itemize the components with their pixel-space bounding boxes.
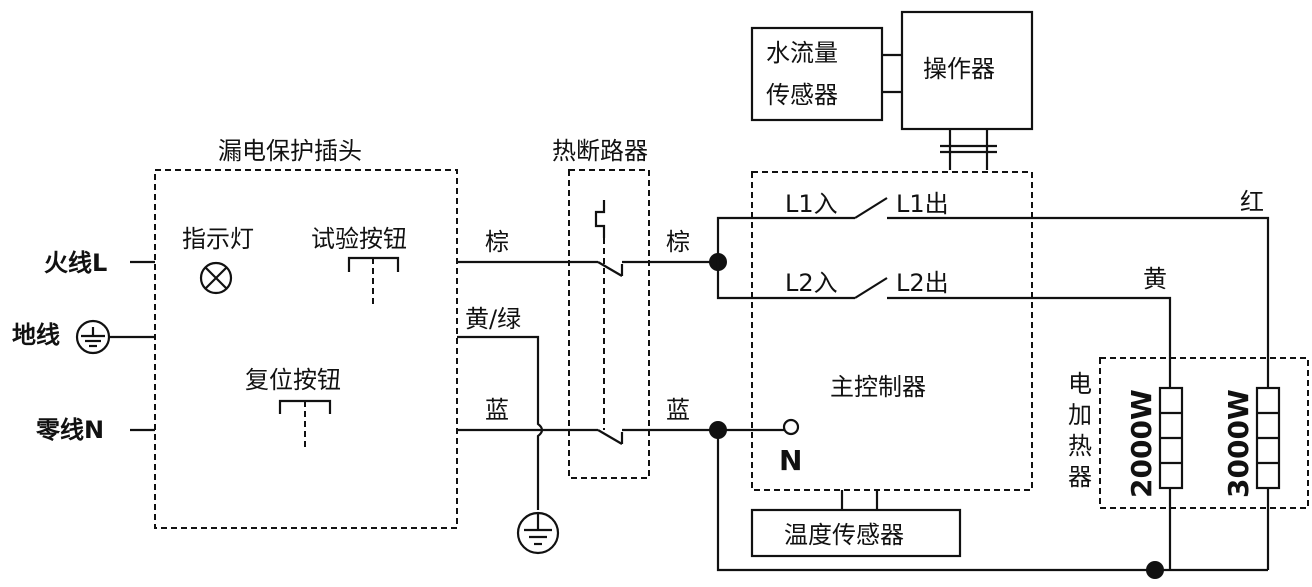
leakage-plug-box — [154, 169, 458, 529]
leakage-plug-title: 漏电保护插头 — [218, 137, 362, 165]
operator-box — [900, 10, 1034, 131]
earth-wire-label: 地线 — [12, 321, 60, 349]
heater-title-char-2: 加 — [1068, 401, 1092, 429]
temp-sensor-label: 温度传感器 — [784, 521, 904, 549]
temp-sensor-box — [750, 508, 962, 558]
operator-label: 操作器 — [923, 55, 995, 83]
l1-feed-wire — [716, 216, 855, 262]
brown-wire-label-left: 棕 — [485, 228, 509, 256]
test-button-icon — [347, 256, 400, 305]
flow-sensor-box — [750, 26, 884, 122]
test-button-label: 试验按钮 — [311, 225, 407, 253]
blue-wire-label-left: 蓝 — [485, 396, 509, 424]
l2-feed-wire — [716, 262, 855, 300]
breaker-switch-icon — [594, 200, 624, 445]
red-wire — [887, 216, 1270, 388]
live-wire-label: 火线L — [44, 249, 107, 277]
red-wire-label: 红 — [1240, 188, 1264, 216]
thermal-breaker-box — [568, 169, 650, 479]
heater-element-3000w-icon — [1255, 386, 1281, 490]
indicator-label: 指示灯 — [182, 225, 254, 253]
heater-box — [1099, 357, 1309, 509]
heater-3000w-label: 3000W — [1222, 389, 1255, 498]
l1-in-label: L1入 — [785, 190, 838, 218]
blue-wire-label-right: 蓝 — [666, 396, 690, 424]
thermal-breaker-title: 热断路器 — [552, 137, 648, 165]
l2-in-label: L2入 — [785, 269, 838, 297]
l2-out-label: L2出 — [896, 269, 949, 297]
l1-relay-switch-icon — [854, 197, 888, 219]
flow-sensor-label-line2: 传感器 — [766, 81, 838, 109]
indicator-lamp-icon — [199, 261, 233, 295]
reset-button-label: 复位按钮 — [245, 366, 341, 394]
neutral-wire-label: 零线N — [35, 416, 104, 444]
heater-title-char-1: 电 — [1068, 370, 1092, 398]
main-controller-box — [751, 171, 1033, 491]
brown-wire-label-right: 棕 — [666, 228, 690, 256]
earth-symbol-icon — [75, 319, 111, 355]
neutral-terminal-icon — [782, 418, 800, 436]
yellow-green-wire-label: 黄/绿 — [465, 305, 521, 333]
reset-button-icon — [278, 399, 332, 447]
main-controller-title: 主控制器 — [830, 373, 926, 401]
junction-dot-return — [1146, 561, 1164, 579]
heater-title-char-3: 热 — [1068, 432, 1092, 460]
flow-sensor-label-line1: 水流量 — [766, 39, 838, 67]
heater-element-2000w-icon — [1158, 386, 1184, 490]
operator-cable-icon — [940, 129, 997, 170]
ground-symbol-icon — [516, 511, 560, 555]
yellow-wire — [887, 296, 1172, 388]
l1-out-label: L1出 — [896, 190, 949, 218]
l2-relay-switch-icon — [854, 277, 888, 299]
heater-2000w-label: 2000W — [1125, 389, 1158, 498]
controller-neutral-label: N — [779, 444, 802, 477]
neutral-return-wire — [716, 430, 1268, 572]
yellow-wire-label: 黄 — [1143, 265, 1167, 293]
heater-title-char-4: 器 — [1068, 463, 1092, 491]
